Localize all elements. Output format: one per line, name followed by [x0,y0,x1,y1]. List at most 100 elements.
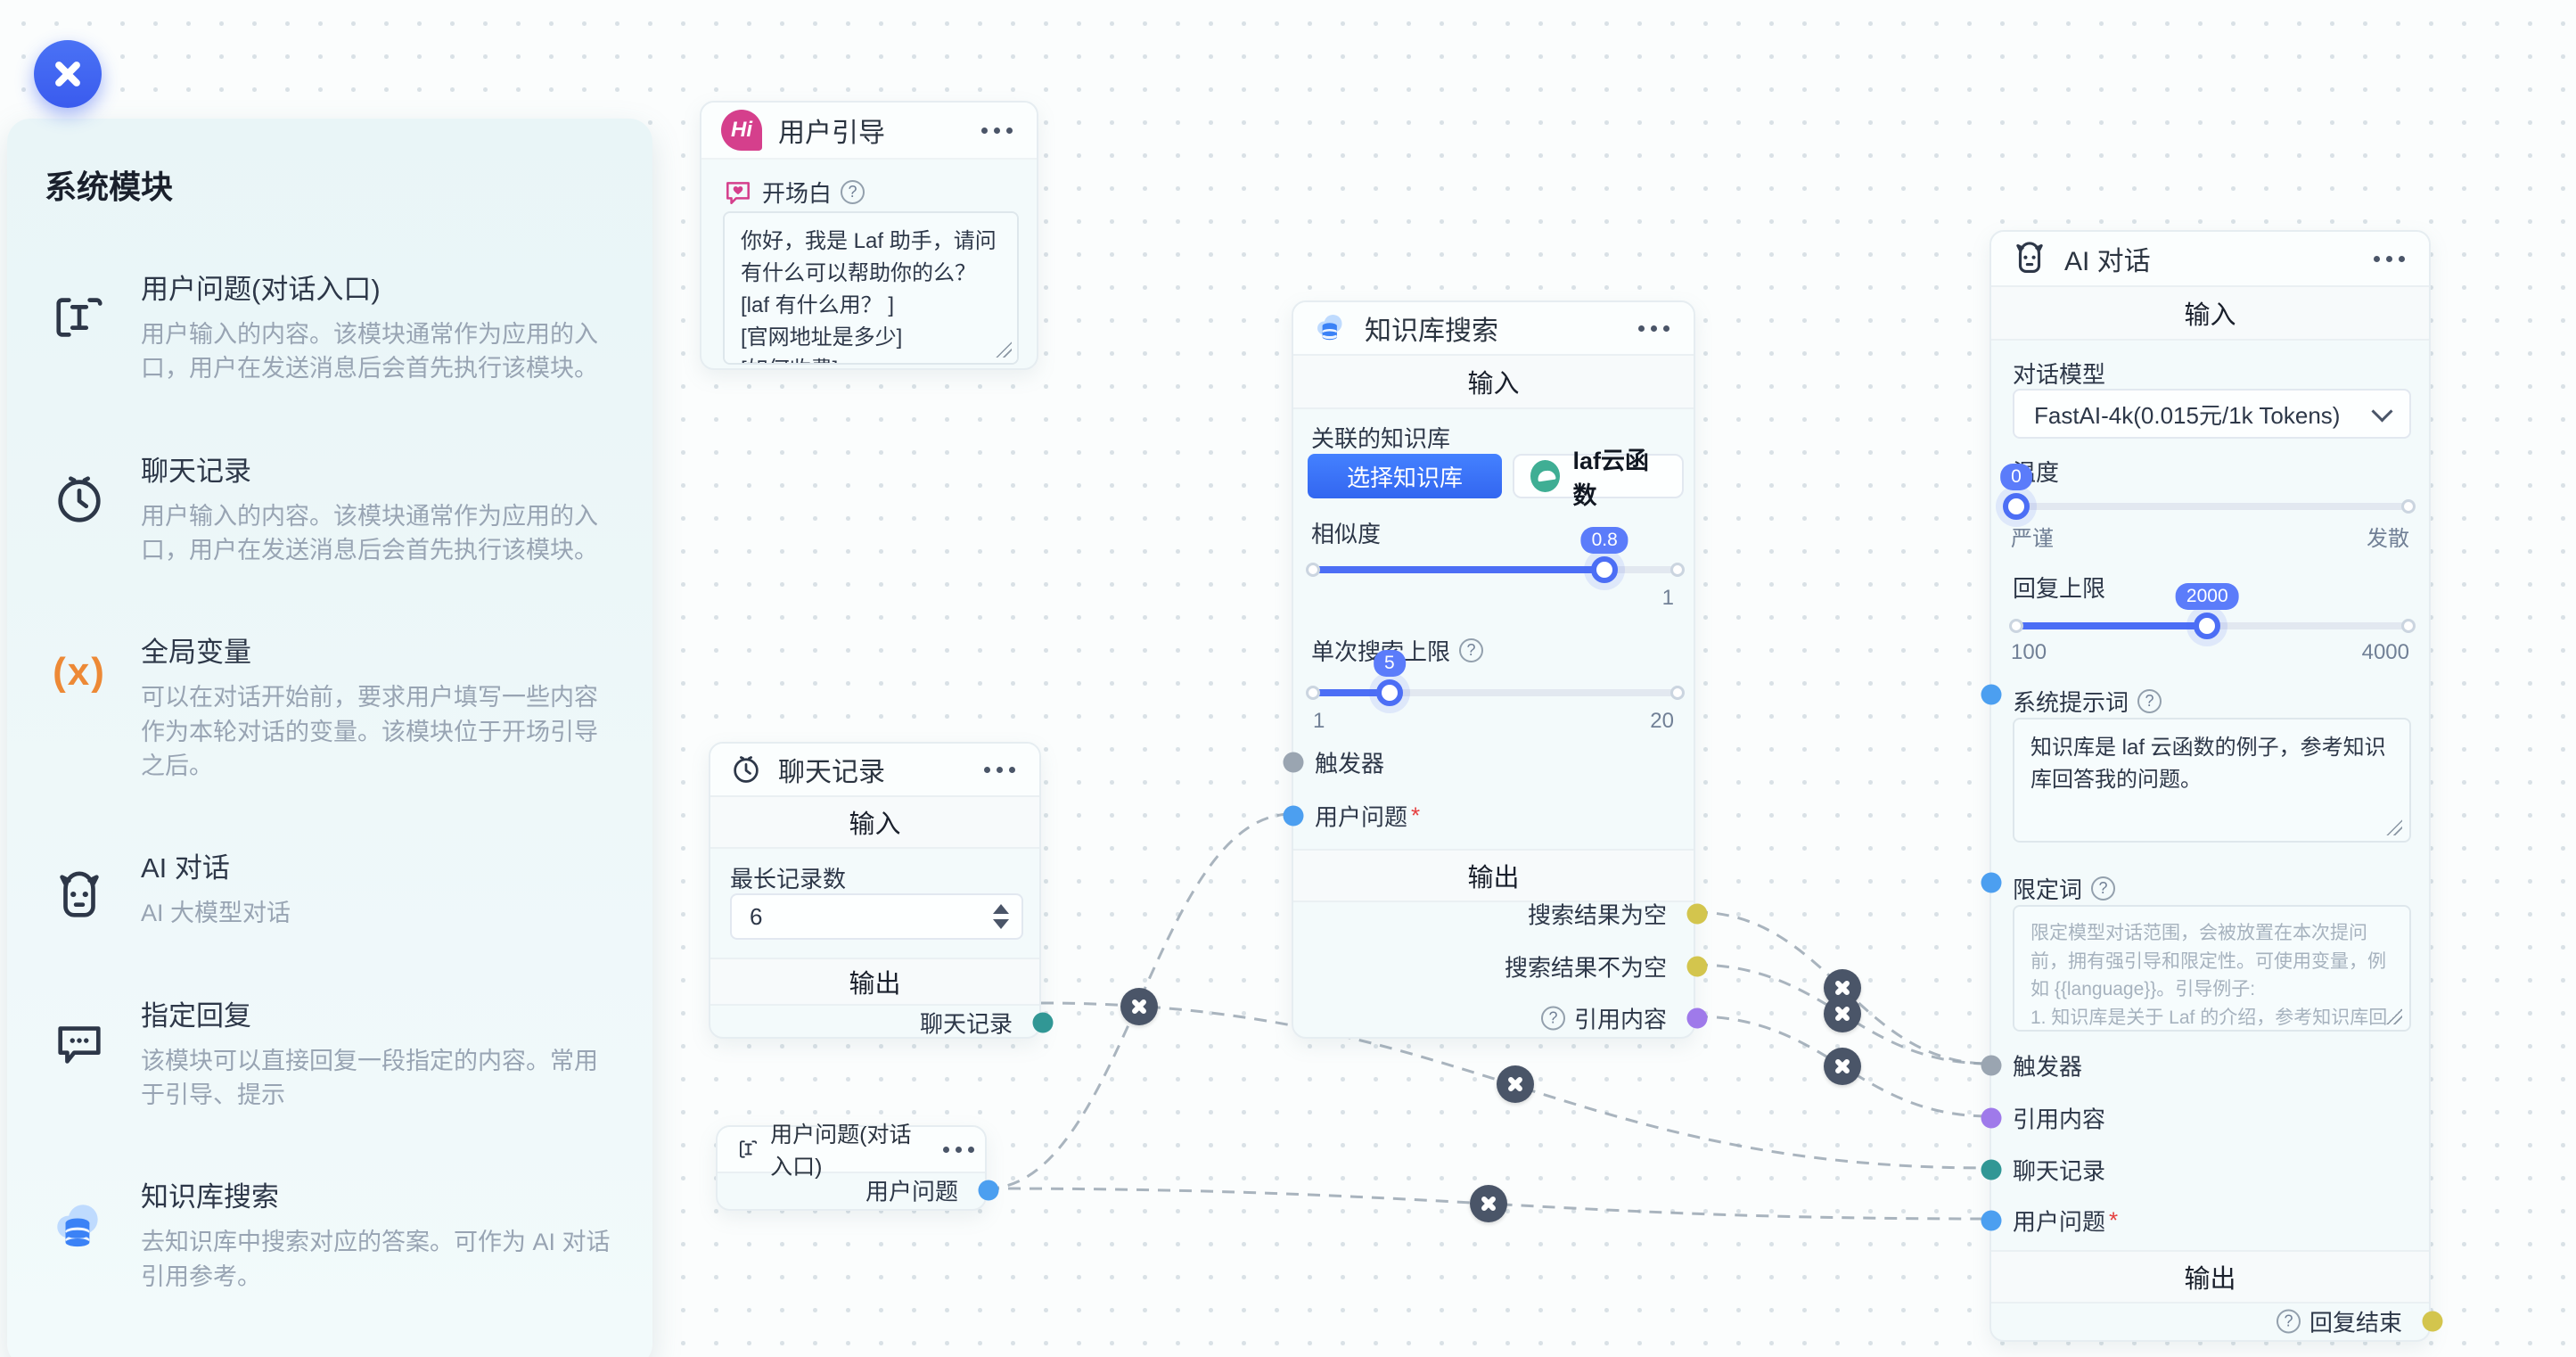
module-title: AI 对话 [141,852,230,884]
port-chat-history-in[interactable] [1981,1159,2002,1180]
input-section-band: 输入 [710,795,1039,849]
node-title: 聊天记录 [778,758,885,787]
slider-value-badge: 2000 [2175,583,2239,610]
system-modules-panel: 系统模块 用户问题(对话入口) 用户输入的内容。该模块通常作为应用的入口，用户在… [7,119,652,1357]
select-kb-button[interactable]: 选择知识库 [1308,454,1502,498]
help-icon[interactable] [1459,638,1484,662]
similarity-slider[interactable]: 0.8 [1306,527,1685,583]
node-title: 知识库搜索 [1365,317,1498,346]
similarity-label: 相似度 [1311,521,1382,547]
clock-icon [45,448,114,527]
port-quote-in[interactable] [1981,1107,2002,1129]
module-title: 聊天记录 [141,455,251,487]
step-down-icon [993,919,1009,929]
delete-connection-button[interactable] [1497,1065,1534,1103]
help-icon[interactable] [2137,689,2162,713]
database-cloud-icon [1317,315,1342,341]
input-port-label: 引用内容 [2013,1106,2106,1133]
delete-connection-button[interactable] [1470,1185,1507,1222]
help-icon[interactable] [2091,876,2116,901]
temperature-slider[interactable]: 0 [2000,464,2416,520]
module-item-global-variables[interactable]: (x) 全局变量 可以在对话开始前，要求用户填写一些内容作为本轮对话的变量。该模… [45,629,615,783]
max-records-stepper[interactable] [730,893,1023,940]
heart-chat-icon [726,181,750,204]
port-trigger-in[interactable] [1283,752,1304,773]
slider-handle[interactable] [2003,493,2030,520]
node-title: 用户问题(对话入口) [770,1123,912,1180]
database-cloud-icon [45,1174,114,1256]
output-port-label: 用户问题 [865,1178,958,1205]
delete-connection-button[interactable] [1824,995,1861,1032]
port-user-question-out[interactable] [978,1180,999,1201]
step-up-icon [993,904,1009,914]
output-port-label: 聊天记录 [919,1010,1013,1038]
slider-min-label: 严谨 [2011,527,2054,551]
node-kb-search[interactable]: 知识库搜索 输入 关联的知识库 选择知识库 laf云函数 相似度 0.8 1 单… [1283,300,1708,1039]
output-port-label: 搜索结果为空 [1527,901,1667,929]
more-menu-icon[interactable] [1638,323,1674,333]
laf-icon [1530,460,1561,492]
node-title: 用户引导 [778,119,885,148]
max-records-input[interactable] [732,902,981,931]
max-tokens-label: 回复上限 [2013,575,2106,602]
max-tokens-slider[interactable]: 2000 [2009,583,2416,639]
help-icon[interactable] [1540,1006,1565,1031]
module-title: 知识库搜索 [141,1181,279,1213]
module-item-chat-history[interactable]: 聊天记录 用户输入的内容。该模块通常作为应用的入口，用户在发送消息后会首先执行该… [45,448,615,568]
module-desc: 可以在对话开始前，要求用户填写一些内容作为本轮对话的变量。该模块位于开场引导之后… [141,684,598,779]
input-port-label: 用户问题* [2013,1206,2119,1236]
port-answer-end-out[interactable] [2422,1311,2443,1332]
module-item-user-question[interactable]: 用户问题(对话入口) 用户输入的内容。该模块通常作为应用的入口，用户在发送消息后… [45,267,615,386]
more-menu-icon[interactable] [981,125,1017,136]
more-menu-icon[interactable] [2374,253,2409,264]
connection-edge [1694,910,1990,1065]
robot-icon [2016,242,2043,274]
node-user-question[interactable]: 用户问题(对话入口) 用户问题 [716,1123,999,1211]
system-prompt-textarea[interactable]: 知识库是 laf 云函数的例子，参考知识库回答我的问题。 [2013,718,2411,843]
node-user-guide[interactable]: Hi 用户引导 开场白 你好，我是 Laf 助手，请问有什么可以帮助你的么？ [… [700,101,1038,370]
port-limit-words-in[interactable] [1981,872,2002,893]
chevron-down-icon [2371,399,2393,423]
port-chat-history-out[interactable] [1032,1012,1054,1033]
limit-words-textarea[interactable] [2013,905,2411,1032]
port-user-question-in[interactable] [1283,805,1304,827]
port-trigger-in[interactable] [1981,1055,2002,1076]
port-system-prompt-in[interactable] [1981,684,2002,705]
slider-value-badge: 5 [1374,650,1406,677]
slider-handle[interactable] [1591,556,1619,583]
port-user-question-in[interactable] [1981,1210,2002,1231]
module-item-kb-search[interactable]: 知识库搜索 去知识库中搜索对应的答案。可作为 AI 对话引用参考。 [45,1174,615,1294]
slider-handle[interactable] [1375,679,1403,706]
dataset-chip[interactable]: laf云函数 [1513,448,1684,509]
help-icon[interactable] [841,180,866,204]
delete-connection-button[interactable] [1120,988,1158,1025]
variable-icon: (x) [53,650,106,695]
slider-min-label: 1 [1313,709,1325,733]
port-search-empty-out[interactable] [1686,903,1708,925]
stepper-arrows[interactable] [993,904,1009,929]
close-panel-button[interactable] [34,40,102,108]
model-select[interactable]: FastAI-4k(0.015元/1k Tokens) [2013,389,2411,439]
slider-max-label: 发散 [2367,527,2409,551]
search-limit-slider[interactable]: 5 [1306,650,1685,706]
node-ai-chat[interactable]: AI 对话 输入 对话模型 FastAI-4k(0.015元/1k Tokens… [1981,230,2443,1342]
module-item-fixed-reply[interactable]: 指定回复 该模块可以直接回复一段指定的内容。常用于引导、提示 [45,993,615,1113]
slider-handle[interactable] [2194,613,2221,639]
module-title: 全局变量 [141,637,251,669]
slider-value-badge: 0.8 [1580,527,1628,554]
slider-max-label: 1 [1661,586,1674,610]
welcome-label-row: 开场白 [723,176,866,209]
module-desc: 用户输入的内容。该模块通常作为应用的入口，用户在发送消息后会首先执行该模块。 [141,502,598,563]
module-item-ai-chat[interactable]: AI 对话 AI 大模型对话 [45,845,615,930]
more-menu-icon[interactable] [984,764,1020,775]
port-search-not-empty-out[interactable] [1686,956,1708,977]
guide-avatar: Hi [721,110,762,151]
more-menu-icon[interactable] [942,1144,965,1155]
slider-min-label: 100 [2011,640,2047,664]
welcome-textarea[interactable]: 你好，我是 Laf 助手，请问有什么可以帮助你的么？ [laf 有什么用？ ] … [723,211,1019,365]
delete-connection-button[interactable] [1824,1048,1861,1085]
help-icon[interactable] [2276,1309,2301,1334]
port-quote-out[interactable] [1686,1007,1708,1029]
node-chat-history[interactable]: 聊天记录 输入 最长记录数 输出 聊天记录 [709,742,1054,1039]
